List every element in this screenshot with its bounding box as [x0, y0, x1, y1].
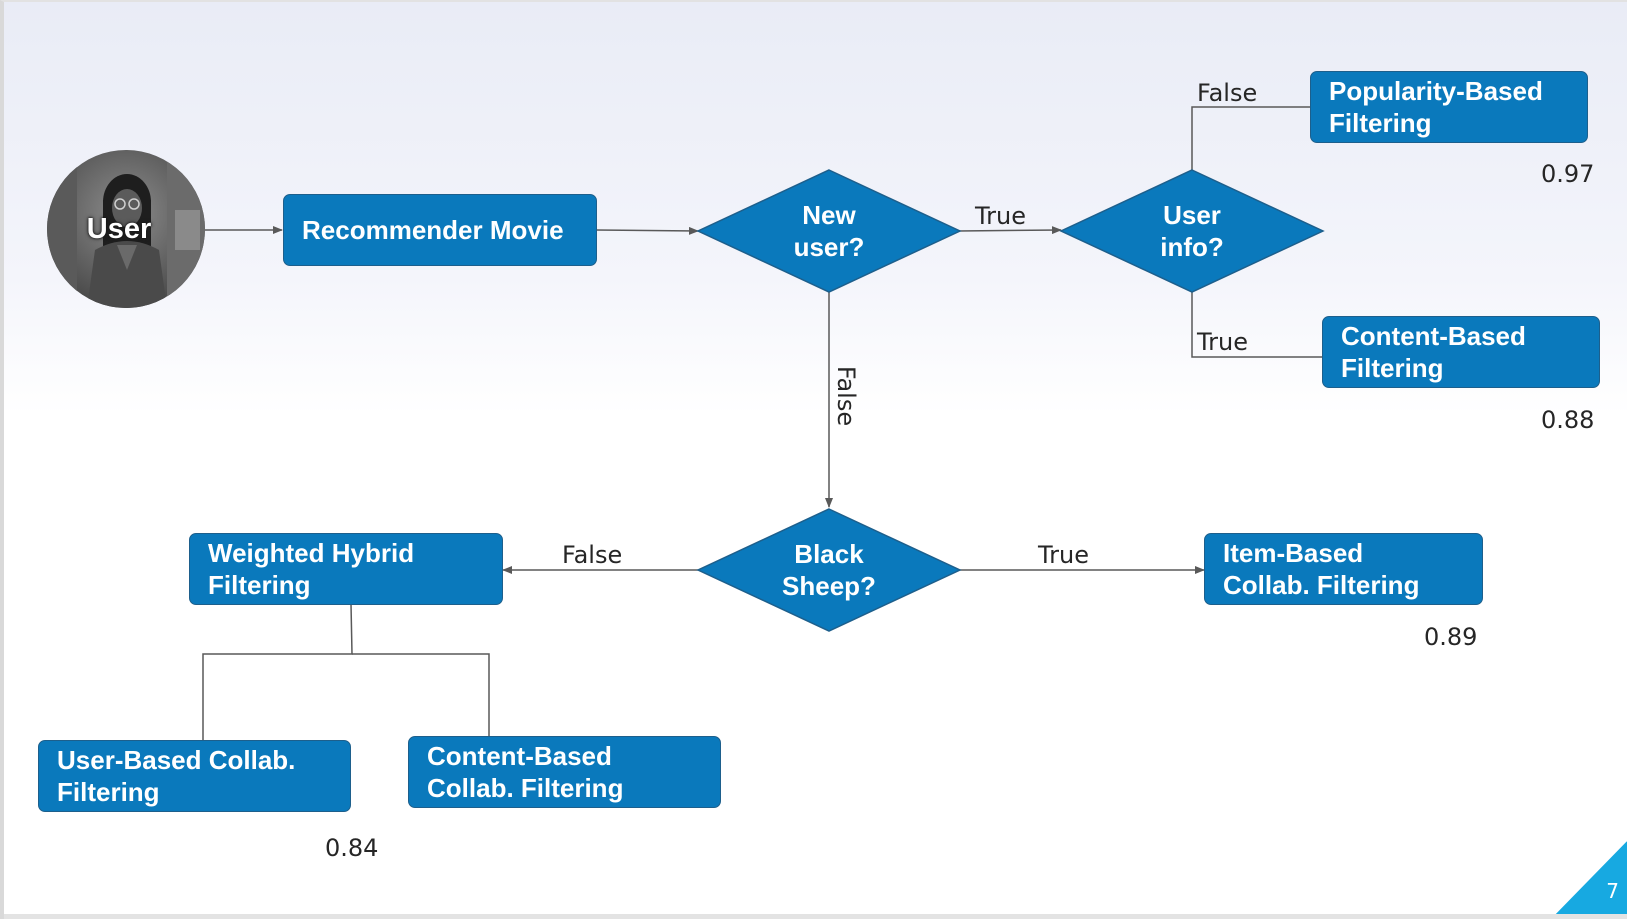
- edge-recommender-newuser: [595, 226, 699, 235]
- item-based-box: Item-Based Collab. Filtering: [1204, 533, 1483, 605]
- black-sheep-line1: Black: [794, 539, 864, 569]
- edge-label-blacksheep-true: True: [1038, 541, 1089, 569]
- weighted-hybrid-line2: Filtering: [208, 570, 311, 600]
- score-popularity: 0.97: [1541, 160, 1595, 188]
- diamond-user-info: [1059, 169, 1325, 293]
- content-collab-line2: Collab. Filtering: [427, 773, 624, 803]
- recommender-movie-label: Recommender Movie: [302, 215, 564, 245]
- popularity-based-line1: Popularity-Based: [1329, 76, 1543, 106]
- weighted-hybrid-box: Weighted Hybrid Filtering: [189, 533, 503, 605]
- user-info-label: User info?: [1131, 199, 1253, 263]
- black-sheep-line2: Sheep?: [782, 571, 876, 601]
- edge-newuser-userinfo: [957, 226, 1062, 235]
- diamond-black-sheep: [696, 508, 962, 632]
- user-based-line2: Filtering: [57, 777, 160, 807]
- edge-userinfo-contentbased: [1191, 292, 1322, 358]
- edge-label-userinfo-true: True: [1197, 328, 1248, 356]
- page-number: 7: [1606, 879, 1619, 903]
- new-user-line1: New: [802, 200, 856, 230]
- edge-label-newuser-false: False: [832, 365, 861, 427]
- edge-label-blacksheep-false: False: [562, 541, 623, 569]
- popularity-based-box: Popularity-Based Filtering: [1310, 71, 1588, 143]
- user-based-box: User-Based Collab. Filtering: [38, 740, 351, 812]
- user-label: User: [86, 212, 152, 245]
- item-based-line1: Item-Based: [1223, 538, 1364, 568]
- diamond-new-user: [696, 169, 962, 293]
- user-info-line2: info?: [1160, 232, 1224, 262]
- user-based-line1: User-Based Collab.: [57, 745, 296, 775]
- new-user-line2: user?: [793, 232, 865, 262]
- score-user-based: 0.84: [325, 834, 379, 862]
- new-user-label: New user?: [768, 199, 890, 263]
- bottom-strip: [4, 914, 1627, 919]
- popularity-based-line2: Filtering: [1329, 108, 1432, 138]
- edge-label-newuser-true: True: [975, 202, 1026, 230]
- content-collab-box: Content-Based Collab. Filtering: [408, 736, 721, 808]
- edge-userinfo-popularity: [1191, 106, 1310, 170]
- edge-weighted-contentcollab: [352, 653, 490, 736]
- item-based-line2: Collab. Filtering: [1223, 570, 1420, 600]
- edge-label-userinfo-false: False: [1197, 79, 1258, 107]
- content-based-box: Content-Based Filtering: [1322, 316, 1600, 388]
- content-based-line1: Content-Based: [1341, 321, 1526, 351]
- black-sheep-label: Black Sheep?: [768, 538, 890, 602]
- edge-weighted-split: [202, 603, 353, 740]
- score-content-based: 0.88: [1541, 406, 1595, 434]
- flowchart-connectors: [202, 106, 1627, 919]
- recommender-movie-box: Recommender Movie: [283, 194, 597, 266]
- content-based-line2: Filtering: [1341, 353, 1444, 383]
- user-info-line1: User: [1163, 200, 1221, 230]
- corner-accent: [1550, 841, 1627, 919]
- score-item-based: 0.89: [1424, 623, 1478, 651]
- weighted-hybrid-line1: Weighted Hybrid: [208, 538, 415, 568]
- content-collab-line1: Content-Based: [427, 741, 612, 771]
